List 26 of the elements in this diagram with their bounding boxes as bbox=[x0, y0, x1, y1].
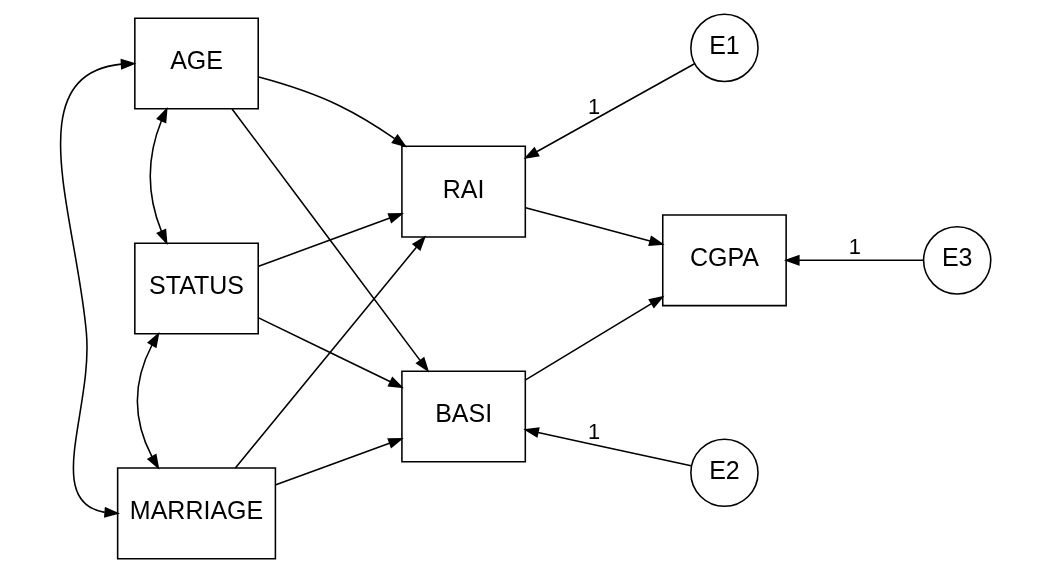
arrow bbox=[258, 76, 408, 148]
arrow bbox=[523, 427, 692, 467]
arrow bbox=[257, 212, 404, 267]
node-circle: E2 bbox=[690, 438, 759, 508]
node-circle: E3 bbox=[922, 226, 992, 295]
node-box: AGE bbox=[134, 17, 259, 110]
arrow bbox=[149, 106, 168, 245]
arrow bbox=[257, 317, 404, 389]
node-box: MARRIAGE bbox=[116, 467, 277, 560]
node-box: RAI bbox=[401, 145, 527, 238]
edge-label: 1 bbox=[848, 234, 861, 260]
node-box: BASI bbox=[401, 370, 527, 463]
arrow bbox=[136, 331, 160, 470]
arrow bbox=[275, 437, 404, 486]
edge-label: 1 bbox=[587, 93, 601, 119]
arrow bbox=[523, 62, 696, 160]
node-box: CGPA bbox=[661, 214, 787, 307]
arrow bbox=[234, 235, 427, 469]
arrow bbox=[231, 108, 430, 373]
arrow bbox=[783, 254, 925, 266]
edge-label: 1 bbox=[587, 418, 601, 444]
arrow bbox=[524, 295, 665, 381]
node-box: STATUS bbox=[134, 242, 259, 335]
arrow bbox=[60, 58, 137, 518]
node-circle: E1 bbox=[690, 13, 759, 83]
arrow bbox=[524, 206, 665, 247]
